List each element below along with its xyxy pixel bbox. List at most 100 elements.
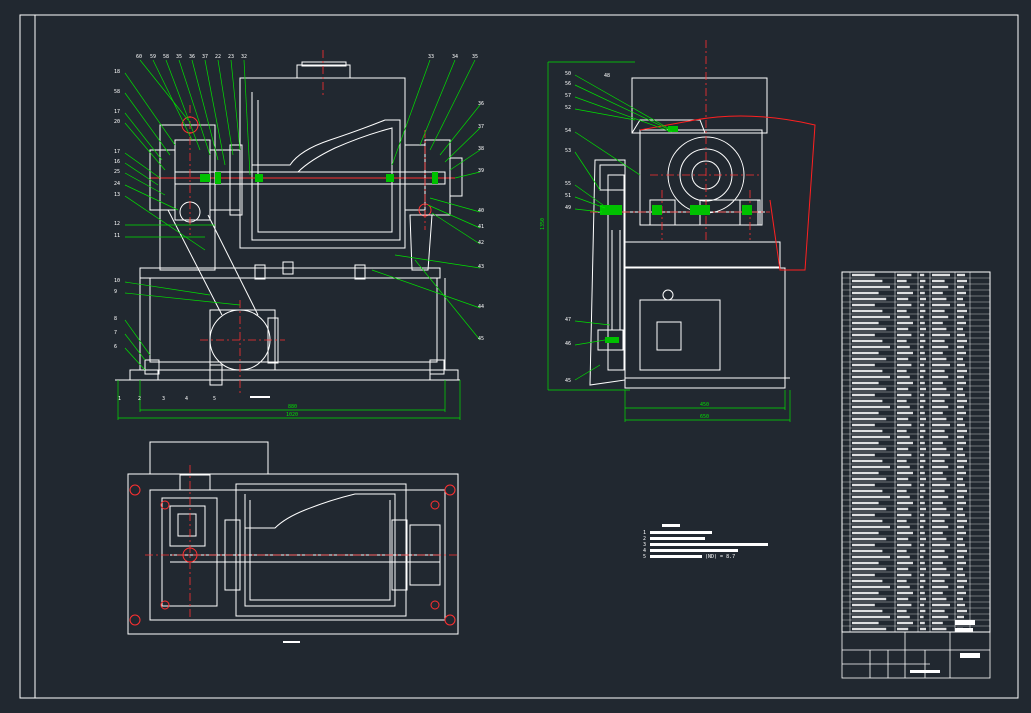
bom-cell-text: [920, 495, 924, 499]
front-centerlines: [189, 50, 426, 395]
bom-cell-text: [897, 357, 909, 361]
svg-text:17: 17: [114, 109, 120, 115]
bom-cell-text: [932, 273, 950, 277]
bom-cell-text: [852, 345, 890, 349]
bom-cell-text: [920, 447, 926, 451]
bom-cell-text: [932, 495, 949, 499]
bom-cell-text: [957, 609, 967, 613]
bom-cell-text: [920, 543, 925, 547]
bom-cell-text: [897, 327, 909, 331]
bom-cell-text: [920, 555, 924, 559]
front-dim-inner: 880: [288, 404, 297, 410]
bom-cell-text: [897, 375, 910, 379]
bom-cell-text: [920, 351, 925, 355]
bom-cell-text: [920, 381, 925, 385]
front-leader-lines: [124, 59, 481, 371]
bom-cell-text: [932, 321, 943, 325]
bom-cell-text: [852, 411, 879, 415]
svg-text:41: 41: [478, 224, 484, 230]
front-dim-outer: 1020: [286, 412, 298, 418]
bom-cell-text: [852, 471, 879, 475]
bom-cell-text: [932, 411, 943, 415]
bom-cell-text: [957, 465, 964, 469]
svg-text:37: 37: [202, 54, 208, 60]
bom-cell-text: [920, 327, 926, 331]
bom-cell-text: [957, 555, 964, 559]
bom-cell-text: [932, 417, 947, 421]
bom-cell-text: [932, 303, 950, 307]
bom-cell-text: [897, 501, 913, 505]
bom-cell-text: [957, 363, 965, 367]
bom-cell-text: [897, 615, 910, 619]
bom-cell-text: [852, 417, 887, 421]
bom-cell-text: [957, 453, 965, 457]
bom-cell-text: [920, 453, 925, 457]
bom-cell-text: [957, 489, 967, 493]
bom-cell-text: [920, 399, 926, 403]
svg-text:1: 1: [118, 396, 121, 402]
bom-cell-text: [852, 291, 879, 295]
bom-rows: [842, 272, 990, 632]
bom-cell-text: [932, 429, 945, 433]
bom-cell-text: [957, 531, 966, 535]
bom-cell-text: [897, 351, 913, 355]
bom-cell-text: [957, 549, 967, 553]
bom-cell-text: [852, 429, 883, 433]
bom-cell-text: [920, 363, 925, 367]
bom-cell-text: [932, 399, 945, 403]
bom-cell-text: [920, 375, 924, 379]
bom-cell-text: [920, 507, 926, 511]
bom-cell-text: [852, 561, 879, 565]
bom-cell-text: [920, 393, 925, 397]
bom-cell-text: [897, 393, 912, 397]
bom-cell-text: [897, 363, 912, 367]
bom-cell-text: [897, 423, 912, 427]
svg-text:13: 13: [114, 192, 120, 198]
svg-text:39: 39: [478, 168, 484, 174]
bom-cell-text: [957, 483, 965, 487]
bom-cell-text: [897, 549, 907, 553]
bom-cell-text: [920, 501, 925, 505]
svg-text:35: 35: [472, 54, 478, 60]
bom-cell-text: [897, 309, 907, 313]
bom-cell-text: [897, 273, 912, 277]
bom-cell-text: [897, 597, 909, 601]
svg-text:36: 36: [478, 101, 484, 107]
bom-cell-text: [897, 585, 910, 589]
bom-cell-text: [957, 297, 963, 301]
svg-text:1: 1: [643, 530, 646, 536]
bom-cell-text: [932, 357, 947, 361]
bom-cell-text: [957, 495, 964, 499]
svg-text:44: 44: [478, 304, 484, 310]
svg-text:55: 55: [565, 181, 571, 187]
bom-cell-text: [932, 519, 945, 523]
bom-cell-text: [897, 405, 910, 409]
bom-cell-text: [957, 501, 966, 505]
bom-cell-text: [957, 273, 965, 277]
bom-cell-text: [897, 483, 912, 487]
bom-cell-text: [897, 345, 910, 349]
bom-cell-text: [957, 327, 963, 331]
bom-cell-text: [932, 339, 945, 343]
bom-cell-text: [852, 333, 875, 337]
bom-cell-text: [897, 429, 907, 433]
bom-cell-text: [957, 405, 964, 409]
bom-cell-text: [957, 309, 967, 313]
bom-cell-text: [957, 597, 963, 601]
bom-cell-text: [852, 447, 887, 451]
bom-cell-text: [852, 597, 887, 601]
bom-cell-text: [920, 435, 924, 439]
bom-cell-text: [852, 489, 883, 493]
bom-cell-text: [932, 537, 947, 541]
bom-cell-text: [852, 273, 875, 277]
bom-cell-text: [920, 303, 925, 307]
svg-text:3: 3: [643, 542, 646, 548]
bom-cell-text: [957, 519, 967, 523]
bom-cell-text: [897, 609, 907, 613]
bom-cell-text: [852, 591, 879, 595]
svg-text:20: 20: [114, 119, 120, 125]
bom-cell-text: [932, 423, 950, 427]
front-section-view: [115, 61, 463, 386]
bom-cell-text: [932, 279, 945, 283]
bom-cell-text: [897, 543, 912, 547]
